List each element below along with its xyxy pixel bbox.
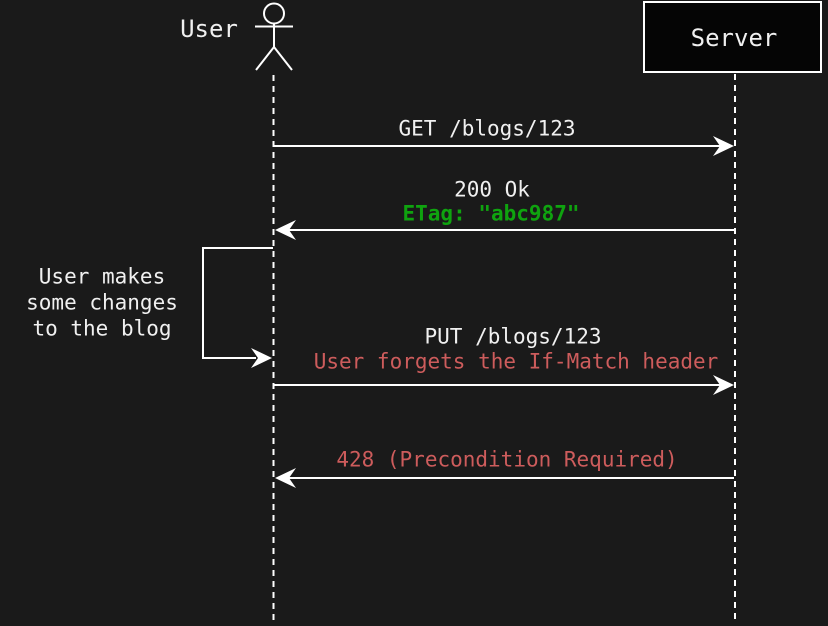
user-actor-label: User — [180, 15, 238, 43]
self-note-line-2: some changes — [26, 290, 178, 315]
arrow-get-request — [274, 136, 734, 156]
self-note-line-1: User makes — [38, 264, 166, 289]
arrow-put-request — [274, 375, 734, 395]
self-loop — [202, 247, 273, 368]
actor-left-leg — [255, 46, 275, 71]
error-response-label: 428 (Precondition Required) — [336, 447, 678, 472]
arrowhead-right-icon — [251, 348, 272, 368]
server-actor-label: Server — [690, 24, 778, 52]
ok-status-label: 200 Ok — [454, 177, 530, 202]
arrowhead-left-icon — [275, 220, 296, 240]
arrowhead-right-icon — [713, 375, 734, 395]
user-actor-icon — [255, 2, 293, 71]
actor-right-leg — [273, 46, 293, 71]
put-warning-label: User forgets the If-Match header — [313, 349, 719, 374]
arrowhead-left-icon — [275, 468, 296, 488]
arrow-ok-response — [275, 220, 734, 240]
actor-head — [263, 2, 285, 25]
self-note-line-3: to the blog — [32, 316, 172, 341]
put-request-label: PUT /blogs/123 — [424, 324, 602, 349]
server-actor-box — [643, 1, 822, 73]
get-request-label: GET /blogs/123 — [398, 116, 576, 141]
arrowhead-right-icon — [713, 136, 734, 156]
arrow-error-response — [275, 468, 734, 488]
etag-header-label: ETag: "abc987" — [402, 201, 580, 226]
